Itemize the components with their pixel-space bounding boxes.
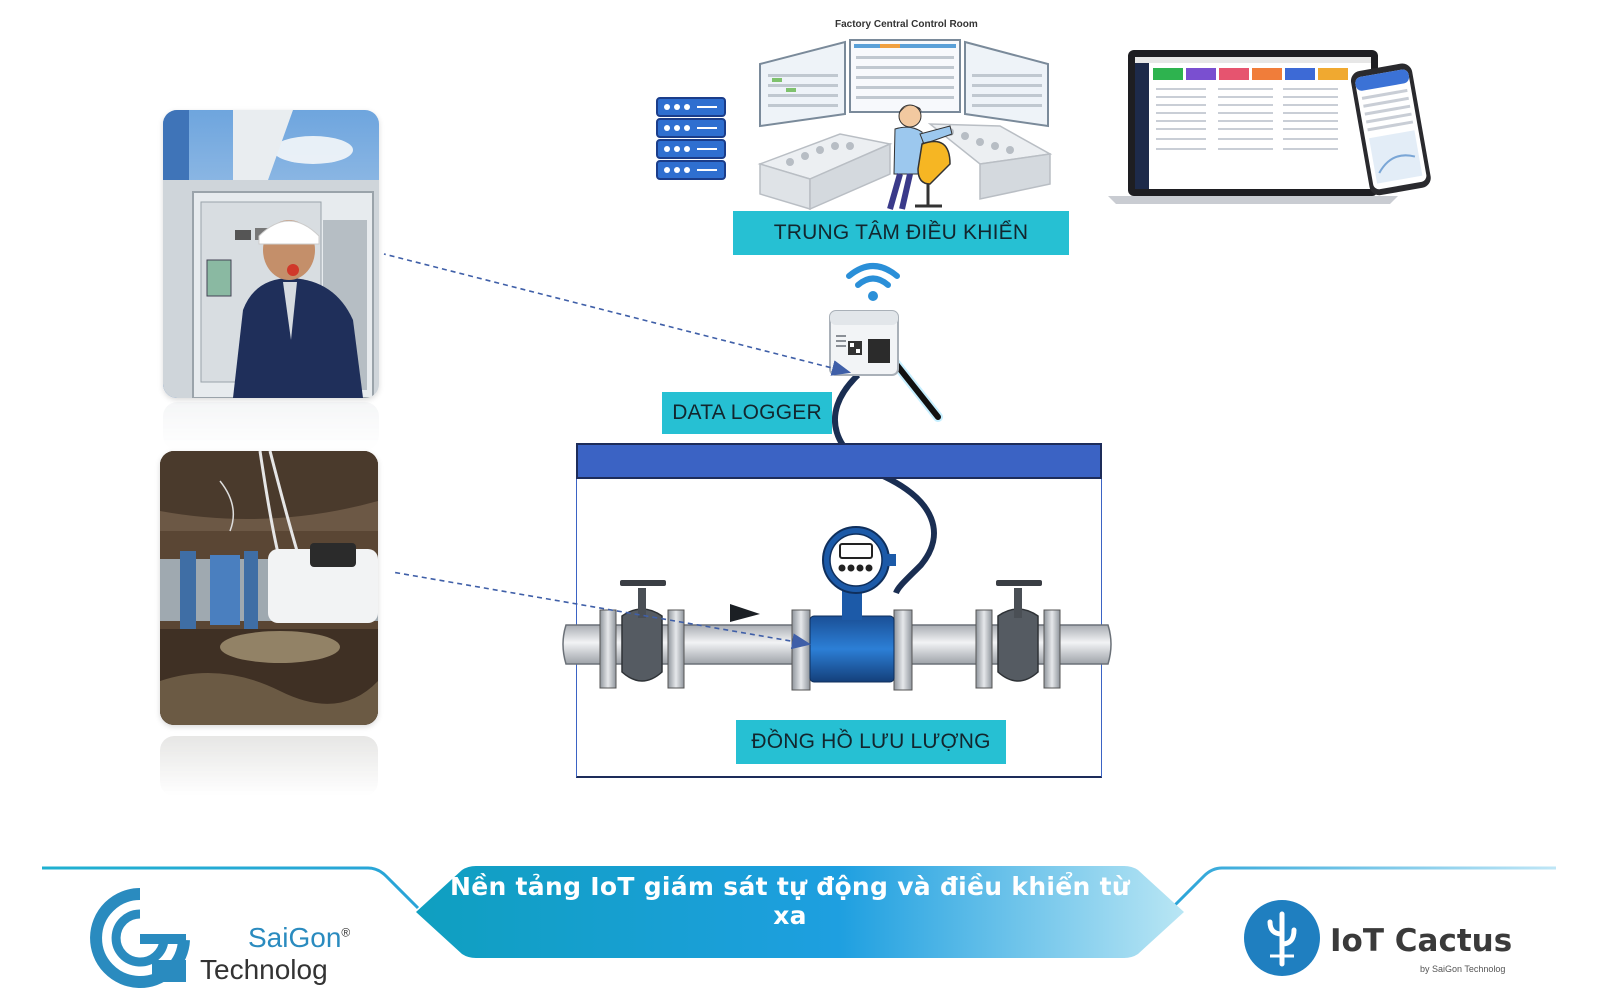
brand-left-sub: Technolog [200,954,328,985]
data-logger-icon [829,310,943,595]
installed-meter-photo [160,451,378,725]
registered-mark: ® [341,925,351,940]
flow-meter-head [822,526,896,594]
data-logger-label: DATA LOGGER [662,392,832,434]
wifi-icon [846,263,900,301]
control-room-title: Factory Central Control Room [835,19,978,30]
installed-meter-photo-reflection [160,736,378,796]
control-center-label: TRUNG TÂM ĐIỀU KHIỂN [733,211,1069,255]
pipeline-diagram [562,580,1112,691]
phone-icon [1350,63,1431,196]
technician-photo-reflection [163,402,379,450]
meter-to-photo-arrow [391,571,812,650]
frame-header-bar [576,443,1102,479]
brand-right-name: IoT Cactus [1330,923,1513,959]
footer-banner [42,866,1556,958]
saigon-logo-icon [90,888,190,988]
laptop-icon [1108,50,1398,204]
brand-left-name-text: SaiGon [248,922,342,953]
valve-icon [599,580,685,689]
brand-left-name: SaiGon® [248,922,350,954]
footer-slogan: Nền tảng IoT giám sát tự động và điều kh… [449,872,1131,930]
flow-meter-label: ĐỒNG HỒ LƯU LƯỢNG [736,720,1006,764]
cactus-logo-icon [1244,900,1320,976]
technician-photo [163,110,379,398]
logger-to-photo-arrow [383,253,852,376]
valve-icon [975,580,1061,689]
server-icon [656,97,726,180]
flow-meter-icon [791,586,913,691]
operator-desk-icon [757,39,1053,211]
brand-right-sub: by SaiGon Technolog [1420,964,1506,974]
